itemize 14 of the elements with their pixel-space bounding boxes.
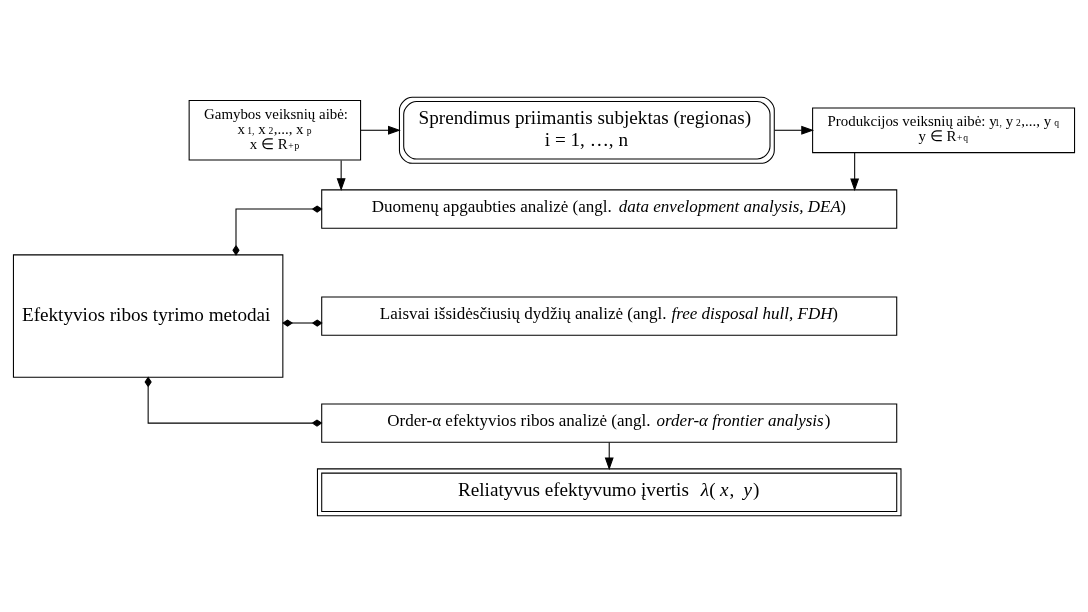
arrow (774, 125, 815, 135)
node-box: Produkcijos veiksnių aibė: y1, y2,..., yq y ∈ R+q (812, 106, 1076, 153)
connector (232, 204, 323, 256)
node-box: Duomenų apgaubties analizė (angl. data envelopment analysis, DEA) (321, 188, 898, 229)
node-box: Reliatyvus efektyvumo įvertis λ(x, y) (316, 467, 902, 516)
connector (282, 318, 323, 327)
node-box: Order-α efektyvios ribos analizė (angl. order-α frontier analysis) (321, 402, 898, 443)
arrow (336, 159, 346, 191)
node-box: Laisvai išsidėsčiusių dydžių analizė (angl. free disposal hull, FDH) (321, 295, 898, 336)
arrow (850, 151, 860, 191)
node-box: Efektyvios ribos tyrimo metodai (12, 253, 284, 378)
arrow (360, 125, 401, 135)
node-box: Sprendimus priimantis subjektas (regionas) i = 1, …, n (398, 96, 775, 164)
connector (144, 375, 323, 427)
